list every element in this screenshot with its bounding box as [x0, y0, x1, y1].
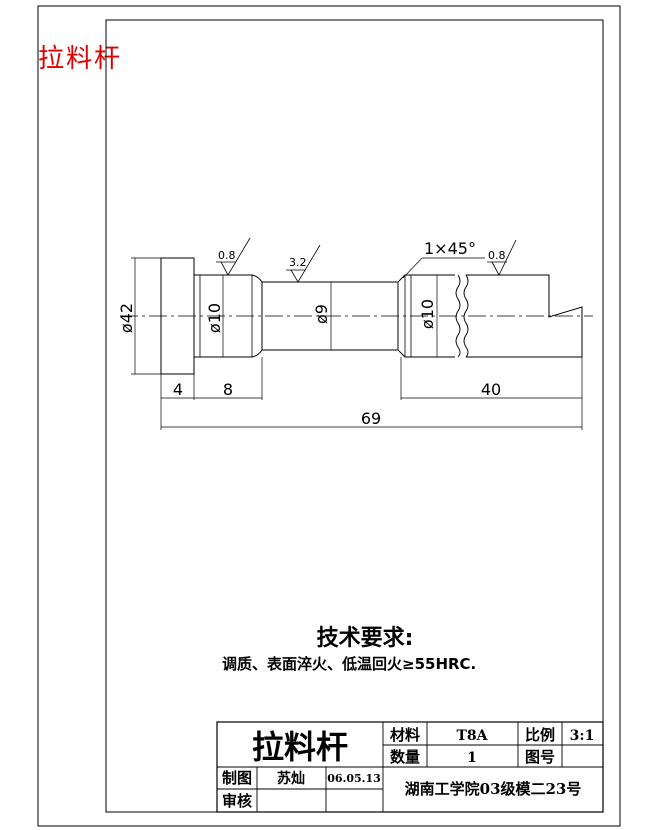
tb-drawn-by-label: 制图 — [222, 769, 252, 787]
part-head — [160, 257, 195, 375]
part-shoulder-left — [194, 274, 263, 358]
svg-text:ø10: ø10 — [418, 299, 437, 329]
roughness-symbol: 3.2 — [286, 244, 321, 283]
svg-text:8: 8 — [223, 380, 233, 399]
tb-part-name: 拉料杆 — [252, 728, 348, 766]
svg-text:1×45°: 1×45° — [424, 239, 476, 258]
tb-drawing-no-label: 图号 — [525, 748, 555, 766]
outer-frame — [37, 5, 621, 827]
chamfer-callout: 1×45° — [402, 239, 485, 279]
dim-d9: ø9 — [312, 282, 332, 350]
tech-requirements-text: 调质、表面淬火、低温回火≥55HRC. — [222, 655, 477, 673]
tb-quantity-label: 数量 — [390, 748, 420, 766]
dim-d42: ø42 — [117, 257, 161, 375]
svg-text:0.8: 0.8 — [218, 249, 236, 262]
break-line — [463, 274, 469, 358]
tb-scale-label: 比例 — [525, 726, 555, 744]
svg-text:ø9: ø9 — [312, 304, 331, 324]
tb-material-label: 材料 — [390, 726, 420, 744]
roughness-symbol: 0.8 — [487, 239, 517, 276]
tb-organization: 湖南工学院03级模二23号 — [405, 780, 582, 798]
dim-d10-right: ø10 — [418, 275, 438, 357]
svg-text:0.8: 0.8 — [488, 249, 506, 262]
tb-date: 06.05.13 — [327, 772, 381, 785]
part-end — [466, 274, 583, 358]
svg-text:ø42: ø42 — [117, 303, 136, 333]
inner-frame — [105, 19, 604, 813]
tb-drawn-by-value: 苏灿 — [277, 770, 305, 787]
tech-requirements-title: 技术要求: — [316, 626, 414, 651]
part-neck — [262, 281, 398, 351]
title-block — [216, 721, 604, 813]
svg-text:ø10: ø10 — [205, 303, 224, 333]
roughness-symbol: 0.8 — [216, 237, 251, 276]
svg-text:69: 69 — [361, 409, 381, 428]
dim-d10-left: ø10 — [205, 275, 224, 357]
dim-len-69: 69 — [161, 409, 582, 428]
dim-len-40: 40 — [400, 357, 583, 430]
svg-text:3.2: 3.2 — [289, 256, 307, 269]
tb-quantity-value: 1 — [467, 750, 477, 766]
dim-len-8: 8 — [194, 357, 263, 400]
svg-text:40: 40 — [481, 380, 501, 399]
svg-text:4: 4 — [173, 380, 183, 399]
break-line — [455, 274, 461, 358]
tb-material-value: T8A — [456, 728, 488, 744]
tb-scale-value: 3:1 — [570, 728, 595, 744]
dim-len-4: 4 — [160, 374, 195, 430]
tb-checked-label: 审核 — [222, 792, 252, 810]
